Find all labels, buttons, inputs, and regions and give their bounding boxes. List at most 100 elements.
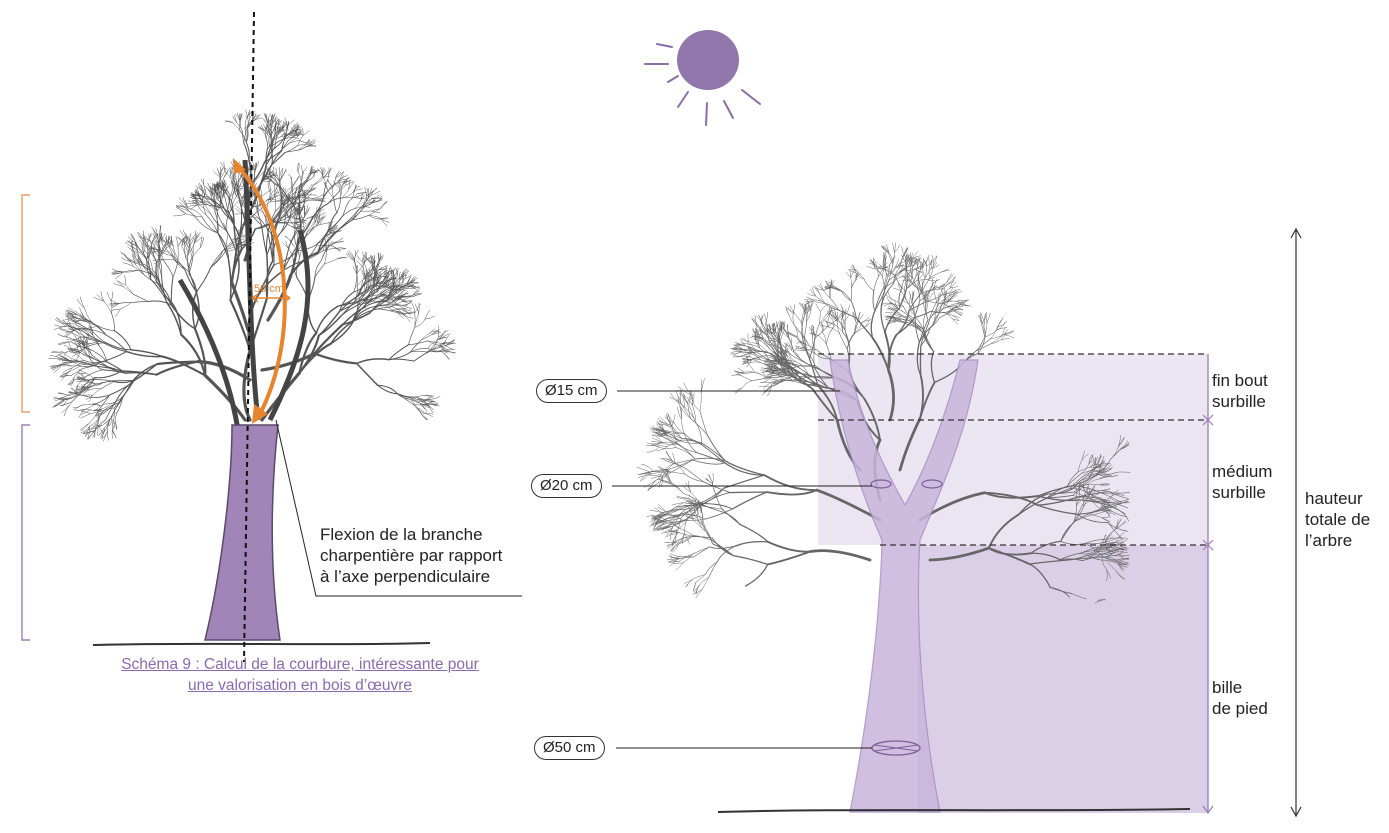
- branch: [740, 524, 768, 542]
- branch: [102, 418, 111, 426]
- trunk-bracket: [22, 425, 30, 640]
- section-label-bille-pied: bille de pied: [1212, 677, 1268, 719]
- branch: [104, 301, 111, 313]
- branch: [87, 370, 103, 376]
- branch: [766, 312, 768, 322]
- branch: [225, 197, 228, 209]
- branch: [642, 464, 654, 471]
- branch: [795, 313, 802, 323]
- branch: [873, 291, 875, 311]
- branch: [851, 278, 852, 288]
- branch: [990, 327, 997, 339]
- branch: [389, 352, 411, 360]
- branch: [233, 123, 240, 130]
- branch: [111, 292, 113, 301]
- branch: [840, 334, 848, 349]
- branch: [233, 117, 237, 123]
- branch: [895, 243, 896, 252]
- branch: [985, 330, 997, 337]
- branch: [673, 459, 695, 464]
- branch: [240, 121, 242, 131]
- branch: [58, 359, 69, 360]
- branch: [357, 359, 389, 364]
- branch: [114, 284, 123, 287]
- branch: [275, 196, 276, 213]
- branch: [342, 189, 348, 198]
- branch: [325, 259, 337, 264]
- branch: [81, 382, 88, 385]
- branch: [695, 458, 726, 461]
- branch: [211, 250, 224, 267]
- branch: [303, 131, 309, 136]
- branch: [803, 312, 805, 323]
- branch: [755, 372, 768, 378]
- branch: [109, 419, 113, 425]
- branch: [764, 314, 766, 323]
- branch: [125, 275, 126, 284]
- branch: [691, 394, 700, 411]
- sun: [645, 30, 760, 125]
- branch: [89, 389, 100, 390]
- branch: [337, 198, 340, 213]
- branch: [683, 554, 693, 563]
- branch: [976, 344, 991, 351]
- branch: [713, 473, 714, 482]
- branch: [985, 323, 987, 337]
- branch: [93, 335, 100, 347]
- branch: [77, 299, 84, 307]
- branch: [823, 290, 830, 298]
- branch: [1004, 335, 1014, 339]
- branch: [851, 288, 852, 301]
- zone-bille-pied: [918, 545, 1208, 813]
- bend-measure-label: 50 cm: [254, 283, 284, 295]
- branch: [64, 405, 70, 416]
- branch: [410, 351, 426, 352]
- branch: [867, 267, 875, 269]
- branch: [826, 333, 829, 345]
- branch: [59, 329, 69, 332]
- branch: [103, 352, 127, 362]
- branch: [282, 130, 289, 131]
- branch: [700, 411, 707, 435]
- branch: [389, 359, 414, 361]
- branch: [271, 151, 282, 166]
- branch: [791, 338, 792, 348]
- branch: [355, 194, 364, 198]
- branch: [349, 192, 354, 202]
- branch: [790, 305, 795, 313]
- branch: [425, 310, 430, 319]
- branch: [673, 563, 683, 564]
- branch: [732, 492, 767, 509]
- branch: [244, 143, 249, 161]
- branch: [945, 313, 953, 319]
- branch: [672, 415, 675, 427]
- branch: [93, 389, 101, 395]
- branch: [327, 242, 329, 252]
- branch: [734, 352, 743, 354]
- branch: [768, 542, 811, 552]
- branch: [930, 272, 941, 278]
- branch: [267, 193, 271, 209]
- branch: [768, 552, 811, 565]
- branch: [357, 262, 365, 273]
- branch: [761, 379, 770, 383]
- branch: [96, 380, 112, 381]
- branch: [404, 315, 411, 322]
- branch: [336, 249, 345, 250]
- branch: [670, 554, 680, 557]
- branch: [929, 255, 931, 265]
- branch: [264, 181, 271, 182]
- branch: [378, 385, 397, 393]
- branch: [871, 311, 875, 338]
- branch: [741, 376, 752, 381]
- branch: [738, 368, 745, 372]
- branch: [410, 340, 421, 352]
- branch: [174, 214, 186, 216]
- branch: [294, 228, 296, 247]
- branch: [698, 488, 724, 504]
- branch: [334, 198, 337, 213]
- branch: [820, 304, 826, 311]
- branch: [685, 435, 698, 453]
- branch: [332, 187, 334, 199]
- branch: [121, 258, 130, 262]
